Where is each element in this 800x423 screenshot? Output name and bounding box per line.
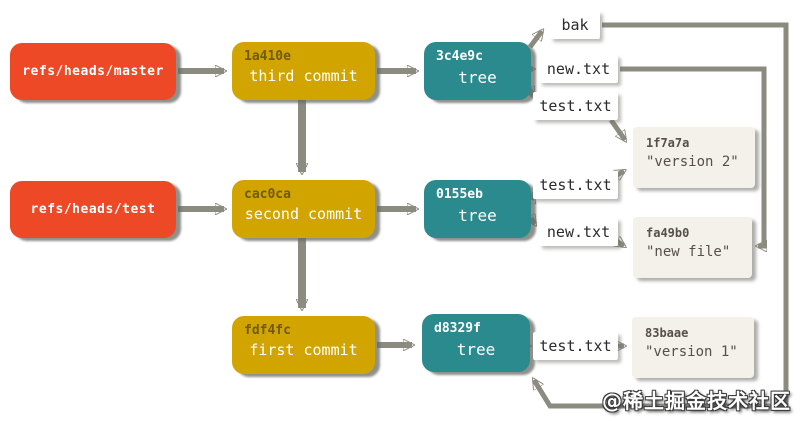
tree-label: tree <box>458 68 497 87</box>
file-label-test-txt-mid: test.txt <box>533 171 618 199</box>
file-label-new-txt-mid: new.txt <box>539 218 618 246</box>
commit-box-second: cac0ca second commit <box>232 180 375 238</box>
commit-hash: cac0ca <box>244 187 291 202</box>
tree-hash: 0155eb <box>436 187 483 202</box>
commit-hash: 1a410e <box>244 49 291 64</box>
file-label-test-txt-top: test.txt <box>533 92 618 120</box>
blob-hash: fa49b0 <box>646 226 690 240</box>
blob-hash: 1f7a7a <box>646 136 690 150</box>
tree-label: tree <box>458 206 497 225</box>
blob-content: "new file" <box>646 244 731 260</box>
watermark: @稀土掘金技术社区 <box>602 389 791 413</box>
blob-box-fa49b0: fa49b0 "new file" <box>633 217 752 278</box>
edge-tree2-to-new-txt <box>531 218 535 224</box>
edge-new-txt-to-blob-fa49b0 <box>620 66 764 246</box>
edge-bak-around-to-tree3 <box>534 22 789 409</box>
file-label-text: test.txt <box>539 176 612 194</box>
file-label-text: bak <box>561 16 589 34</box>
ref-box-master: refs/heads/master <box>10 43 176 100</box>
commit-box-first: fdf4fc first commit <box>232 316 375 374</box>
file-label-text: test.txt <box>539 337 612 355</box>
file-label-text: new.txt <box>546 60 611 78</box>
ref-box-test: refs/heads/test <box>10 181 176 238</box>
tree-label: tree <box>456 340 496 359</box>
file-label-text: test.txt <box>539 97 612 115</box>
commit-box-third: 1a410e third commit <box>232 42 375 100</box>
blob-box-1f7a7a: 1f7a7a "version 2" <box>633 127 755 188</box>
commit-label: third commit <box>249 67 358 85</box>
edge-test-txt-to-blob-1f7a7a <box>608 118 625 140</box>
file-label-new-txt-top: new.txt <box>539 55 618 83</box>
ref-label: refs/heads/test <box>30 202 156 217</box>
blob-content: "version 1" <box>645 344 738 360</box>
blob-box-83baae: 83baae "version 1" <box>632 317 754 378</box>
blob-content: "version 2" <box>646 154 739 170</box>
file-label-text: new.txt <box>546 223 611 241</box>
blob-hash: 83baae <box>645 326 689 340</box>
tree-box-d8329f: d8329f tree <box>422 314 530 372</box>
tree-hash: d8329f <box>434 321 481 336</box>
commit-label: second commit <box>244 205 363 223</box>
edge-tree1-to-bak <box>528 31 542 49</box>
tree-box-0155eb: 0155eb tree <box>424 180 531 238</box>
ref-label: refs/heads/master <box>22 64 164 79</box>
commit-label: first commit <box>249 341 358 359</box>
tree-hash: 3c4e9c <box>436 49 483 64</box>
tree-box-3c4e9c: 3c4e9c tree <box>424 42 531 100</box>
commit-hash: fdf4fc <box>244 323 291 338</box>
file-label-bak: bak <box>550 11 600 39</box>
file-label-test-txt-bottom: test.txt <box>533 332 618 360</box>
edge-tree2-to-test-txt <box>531 194 533 200</box>
